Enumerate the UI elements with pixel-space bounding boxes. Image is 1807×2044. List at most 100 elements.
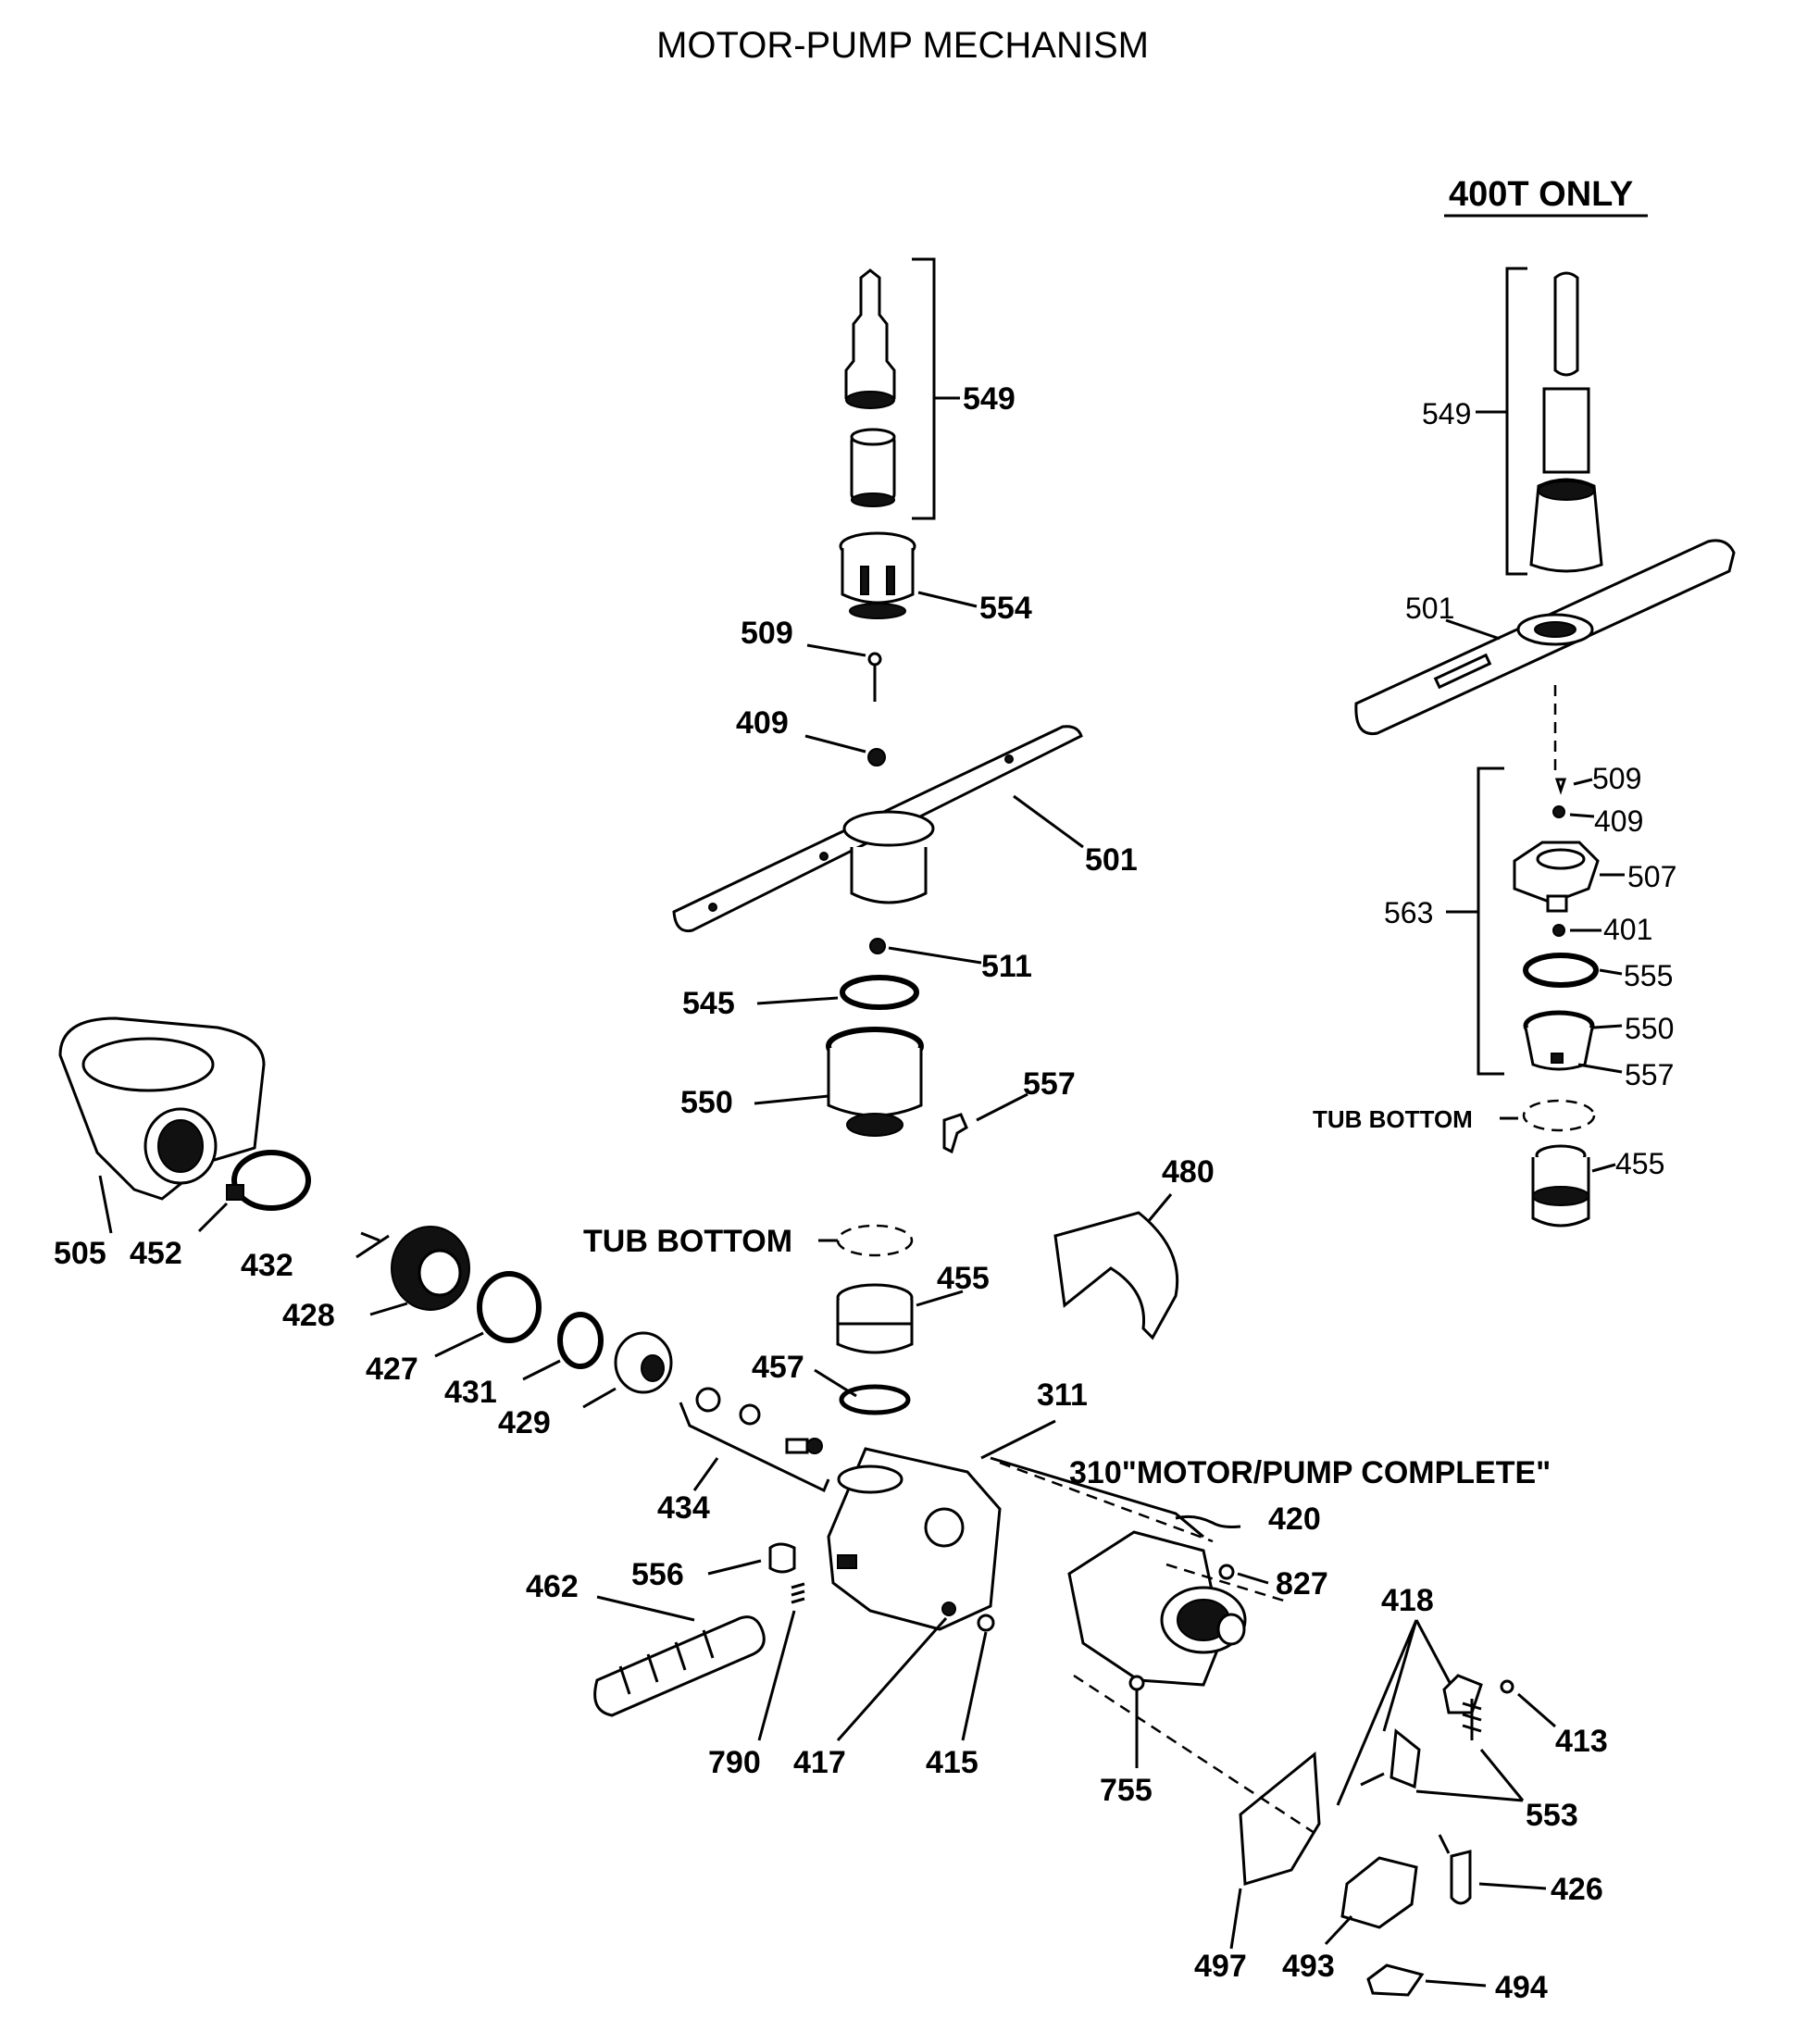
label-409: 409 <box>736 705 789 741</box>
label-432: 432 <box>241 1248 293 1283</box>
alt-bracket-563 <box>1446 766 1504 1076</box>
part-426-rod <box>1450 1850 1472 1905</box>
alt-part-550-housing <box>1523 1010 1595 1071</box>
part-790-spring <box>791 1582 805 1604</box>
part-509-screw <box>867 652 882 702</box>
bracket-549 <box>912 257 960 520</box>
part-428-seal-assembly <box>360 1226 470 1311</box>
label-557: 557 <box>1023 1066 1076 1102</box>
part-553-spring <box>1462 1699 1482 1740</box>
alt-label-550: 550 <box>1625 1012 1674 1045</box>
part-827-screw <box>1218 1564 1235 1580</box>
tub-bottom-outline <box>836 1224 914 1257</box>
label-418: 418 <box>1381 1583 1434 1618</box>
part-310-motor <box>1067 1530 1247 1687</box>
label-550: 550 <box>680 1085 733 1120</box>
label-827: 827 <box>1276 1566 1328 1602</box>
alt-label-549: 549 <box>1422 397 1471 430</box>
label-434: 434 <box>657 1490 710 1526</box>
alt-bracket-549 <box>1476 267 1527 576</box>
alt-label-507: 507 <box>1627 860 1676 893</box>
alt-part-507-bearing <box>1513 841 1600 913</box>
label-553: 553 <box>1526 1798 1578 1833</box>
label-554: 554 <box>979 591 1032 626</box>
part-554-bearing <box>839 531 916 619</box>
motor-alignment-lines <box>1073 1563 1315 1835</box>
label-427: 427 <box>366 1352 418 1387</box>
part-452-clamp <box>226 1150 311 1211</box>
alt-part-409-nut <box>1552 805 1565 818</box>
alt-tub-bottom-outline <box>1522 1099 1596 1132</box>
label-452: 452 <box>130 1236 182 1271</box>
part-415-nut <box>977 1614 995 1632</box>
part-429-impeller <box>614 1331 673 1394</box>
alt-part-555-ring <box>1523 953 1599 988</box>
label-462: 462 <box>526 1569 579 1604</box>
label-429: 429 <box>498 1405 551 1440</box>
label-426: 426 <box>1551 1872 1603 1907</box>
alt-part-549-nozzle <box>1529 271 1603 573</box>
label-413: 413 <box>1555 1724 1608 1759</box>
label-556: 556 <box>631 1557 684 1592</box>
alt-part-455-seal <box>1531 1144 1590 1228</box>
label-415: 415 <box>926 1745 978 1780</box>
leader-418 <box>1336 1619 1455 1806</box>
part-755-screw <box>1128 1675 1145 1691</box>
label-tub-bottom: TUB BOTTOM <box>583 1224 792 1259</box>
alt-label-563: 563 <box>1384 896 1433 929</box>
part-455-seal <box>836 1283 914 1354</box>
label-755: 755 <box>1100 1773 1153 1808</box>
part-462-hose <box>593 1615 766 1717</box>
part-417-nut <box>941 1602 956 1616</box>
label-505: 505 <box>54 1236 106 1271</box>
label-457: 457 <box>752 1350 804 1385</box>
label-480: 480 <box>1162 1154 1215 1190</box>
label-455: 455 <box>937 1261 990 1296</box>
label-311: 311 <box>1037 1377 1088 1413</box>
part-557-clip <box>942 1113 968 1154</box>
part-413-clip <box>1500 1679 1514 1694</box>
label-509: 509 <box>741 616 793 651</box>
part-434-fittings <box>695 1387 823 1454</box>
label-420: 420 <box>1268 1502 1321 1537</box>
part-549-nozzle <box>844 268 896 507</box>
label-310: 310"MOTOR/PUMP COMPLETE" <box>1069 1455 1551 1490</box>
alt-label-501: 501 <box>1405 592 1454 625</box>
alt-part-509-screw <box>1554 778 1567 795</box>
alt-label-509: 509 <box>1592 762 1641 795</box>
part-511-washer <box>869 938 886 954</box>
part-311-pump-housing <box>827 1447 1002 1631</box>
part-556-plug <box>768 1542 796 1574</box>
alt-label-tub-bottom: TUB BOTTOM <box>1313 1105 1473 1133</box>
alt-part-401-washer <box>1552 924 1565 937</box>
alt-part-501-spray-arm <box>1354 539 1736 736</box>
part-420-lead <box>1175 1514 1241 1528</box>
label-431: 431 <box>444 1375 497 1410</box>
alt-label-455: 455 <box>1615 1147 1664 1180</box>
part-505-sump <box>58 1016 266 1201</box>
alt-label-409: 409 <box>1594 804 1643 838</box>
part-431-seal <box>557 1312 604 1369</box>
part-457-clamp <box>839 1384 911 1415</box>
part-494-plunger <box>1366 1963 1425 1997</box>
label-494: 494 <box>1495 1970 1548 2005</box>
label-501: 501 <box>1085 842 1138 878</box>
part-545-ring <box>840 975 919 1010</box>
diagram-title: MOTOR-PUMP MECHANISM <box>656 25 1149 66</box>
label-417: 417 <box>793 1745 846 1780</box>
label-493: 493 <box>1282 1949 1335 1984</box>
part-480-guard <box>1053 1211 1179 1340</box>
label-511: 511 <box>981 949 1032 984</box>
part-497-bracket <box>1239 1751 1321 1886</box>
part-501-spray-arm <box>672 725 1083 933</box>
label-497: 497 <box>1194 1949 1247 1984</box>
part-550-housing <box>826 1027 924 1137</box>
alt-label-555: 555 <box>1624 959 1673 992</box>
part-493-solenoid <box>1340 1856 1418 1929</box>
label-549: 549 <box>963 381 1016 417</box>
part-409-nut <box>867 748 886 766</box>
label-545: 545 <box>682 986 735 1021</box>
alt-label-401: 401 <box>1603 913 1652 946</box>
label-428: 428 <box>282 1298 335 1333</box>
